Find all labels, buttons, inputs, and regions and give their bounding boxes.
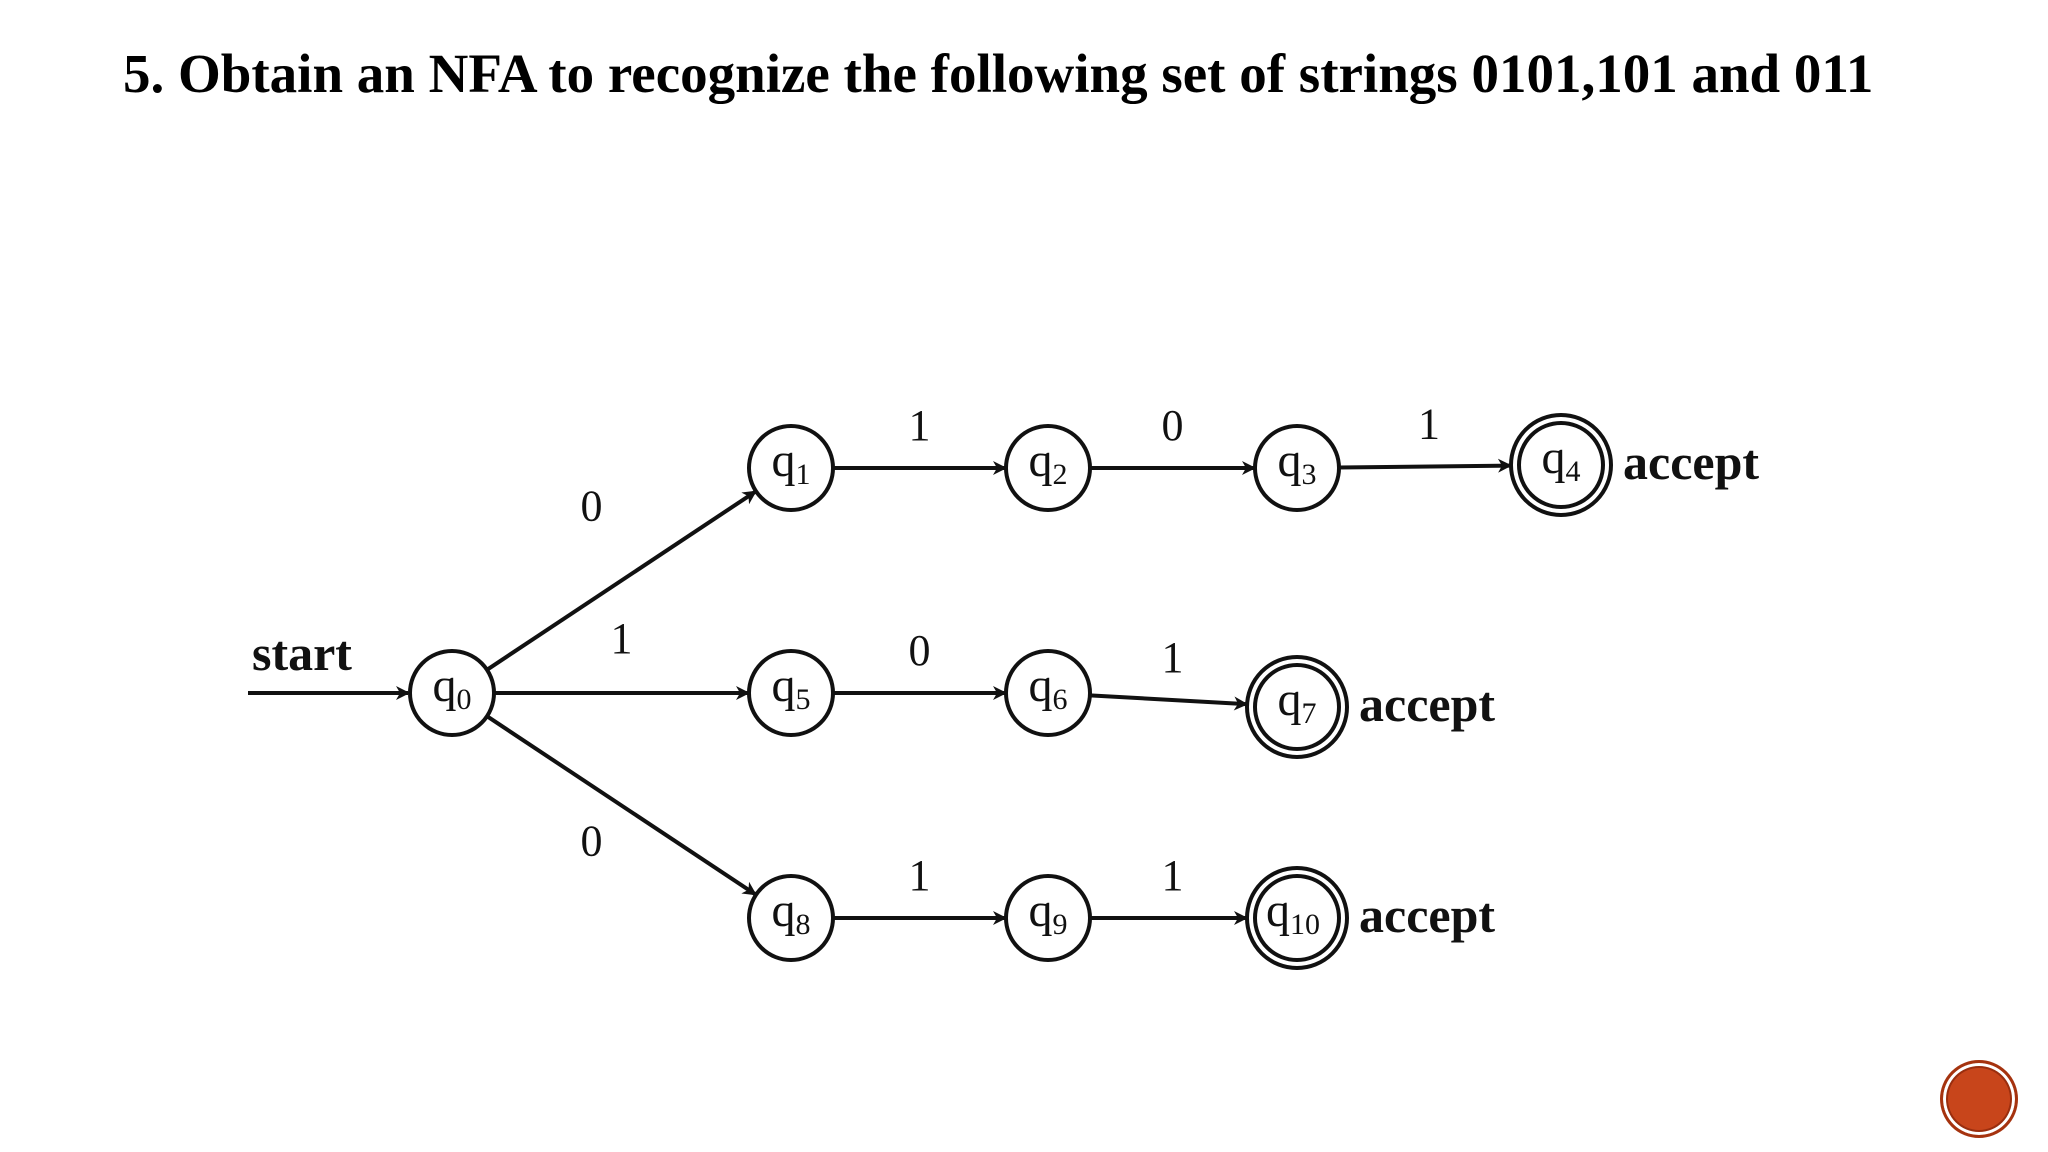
state-circle-q8: [747, 874, 835, 962]
transition-q0-q8: [485, 714, 757, 896]
state-label-q7: q7: [1278, 673, 1317, 730]
transition-label-q9-q10: 1: [1162, 851, 1184, 900]
transition-label-q2-q3: 0: [1162, 401, 1184, 450]
transition-q6-q7: [1089, 693, 1249, 711]
state-label-q10: q10: [1266, 884, 1320, 941]
slide-title: 5. Obtain an NFA to recognize the follow…: [123, 43, 1874, 104]
accept-label-q4: accept: [1623, 434, 1759, 490]
state-circle-q9: [1004, 874, 1092, 962]
state-q8: q8: [747, 874, 835, 962]
state-q4: q4: [1509, 413, 1613, 517]
transition-label-q1-q2: 1: [909, 401, 931, 450]
state-circle-q6: [1004, 649, 1092, 737]
state-label-q5: q5: [772, 659, 811, 716]
transition-label-q8-q9: 1: [909, 851, 931, 900]
state-q3: q3: [1253, 424, 1341, 512]
state-label-q9: q9: [1029, 884, 1068, 941]
state-q10: q10: [1245, 866, 1349, 970]
start-label: start: [252, 625, 352, 681]
state-q5: q5: [747, 649, 835, 737]
state-label-q6: q6: [1029, 659, 1068, 716]
next-slide-button[interactable]: [1940, 1060, 2018, 1138]
transition-q3-q4: [1338, 458, 1513, 473]
transition-label-q5-q6: 0: [909, 626, 931, 675]
state-q6: q6: [1004, 649, 1092, 737]
transition-q0-q1: [485, 490, 757, 672]
state-label-q4: q4: [1542, 431, 1581, 488]
transition-label-q6-q7: 1: [1162, 633, 1184, 682]
state-circle-q10: [1253, 874, 1341, 962]
transition-label-q0-q5: 1: [611, 614, 633, 663]
accept-label-q7: accept: [1359, 676, 1495, 732]
state-circle-q3: [1253, 424, 1341, 512]
transition-label-q0-q1: 0: [581, 482, 603, 531]
state-label-q1: q1: [772, 434, 811, 491]
state-q1: q1: [747, 424, 835, 512]
state-label-q8: q8: [772, 884, 811, 941]
state-circle-q2: [1004, 424, 1092, 512]
state-label-q0: q0: [433, 659, 472, 716]
state-circle-q5: [747, 649, 835, 737]
transition-label-q3-q4: 1: [1418, 400, 1440, 449]
state-q9: q9: [1004, 874, 1092, 962]
state-circle-q1: [747, 424, 835, 512]
state-q2: q2: [1004, 424, 1092, 512]
state-label-q2: q2: [1029, 434, 1068, 491]
accept-label-q10: accept: [1359, 887, 1495, 943]
state-q0: q0: [408, 649, 496, 737]
state-q7: q7: [1245, 655, 1349, 759]
state-circle-q4: [1517, 421, 1605, 509]
state-label-q3: q3: [1278, 434, 1317, 491]
transition-label-q0-q8: 0: [581, 817, 603, 866]
state-circle-q7: [1253, 663, 1341, 751]
state-circle-q0: [408, 649, 496, 737]
